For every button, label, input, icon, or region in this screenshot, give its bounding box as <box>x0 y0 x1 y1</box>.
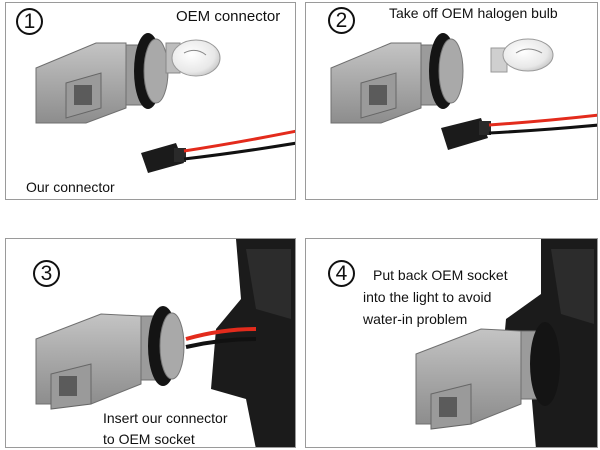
oem-socket-icon <box>35 33 295 173</box>
step-number-badge: 3 <box>33 260 60 287</box>
step-number-badge: 2 <box>328 7 355 34</box>
step-1-panel: 1 OEM connector Our connector <box>5 2 296 200</box>
halogen-bulb-icon <box>165 39 221 77</box>
step-4-panel: 4 Put back OEM socket into the light to … <box>305 238 598 448</box>
halogen-bulb-icon <box>490 38 554 73</box>
step-caption: Take off OEM halogen bulb <box>389 5 558 21</box>
step-number-badge: 1 <box>16 8 43 35</box>
oem-socket-icon <box>330 33 597 150</box>
step-caption-line-1: Insert our connector <box>103 410 228 426</box>
step-caption-line-3: water-in problem <box>363 311 468 327</box>
step-3-panel: 3 Insert our connector to OEM socket <box>5 238 296 448</box>
step-caption-line-2: into the light to avoid <box>363 289 492 305</box>
led-connector-icon <box>441 113 597 150</box>
step-caption-line-1: Put back OEM socket <box>373 267 508 283</box>
step-caption-line-2: to OEM socket <box>103 431 195 447</box>
light-housing-icon <box>415 239 597 447</box>
light-housing-icon <box>35 239 295 447</box>
step-2-panel: 2 Take off OEM halogen bulb <box>305 2 598 200</box>
step-number-badge: 4 <box>328 260 355 287</box>
connector-note: Our connector <box>26 179 115 195</box>
step-caption: OEM connector <box>176 8 281 25</box>
led-connector-icon <box>141 129 295 173</box>
